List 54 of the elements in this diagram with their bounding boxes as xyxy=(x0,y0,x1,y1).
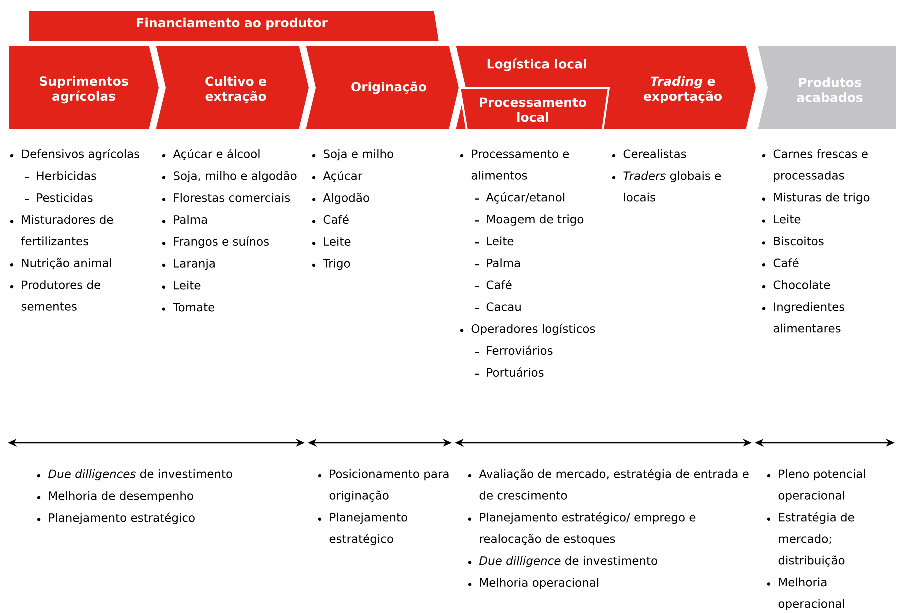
chevron-box: Suprimentos agrícolas xyxy=(7,44,162,131)
bullet-item: Planejamento estratégico xyxy=(318,512,408,546)
chevron-box: Financiamento ao produtor xyxy=(27,9,442,43)
bullet-item: Carnes frescas e processadas xyxy=(762,150,868,182)
bullet-item: Melhoria operacional xyxy=(767,578,844,610)
bullet-item: Planejamento estratégico xyxy=(37,512,195,524)
bullet-item: Leite xyxy=(475,236,514,246)
bullet-item: Ingredientes alimentares xyxy=(762,302,845,333)
bullet-item: Melhoria de desempenho xyxy=(37,491,194,503)
bullet-item: Posicionamento para originação xyxy=(318,470,449,502)
bullet-item: Algodão xyxy=(312,193,370,204)
bullet-item: Leite xyxy=(762,214,801,224)
chevron-box: Cultivo e extração xyxy=(154,44,312,131)
bullet-item: Açúcar/etanol xyxy=(475,192,565,204)
bullet-item: Cacau xyxy=(475,302,521,312)
bullet-item: Due dilligences de investimento xyxy=(37,470,232,481)
bullet-item: Defensivos agrícolas xyxy=(10,149,140,161)
bullet-item: Café xyxy=(762,258,799,268)
bullet-item: Trigo xyxy=(312,259,350,270)
bullet-item: Due dilligence de investimento xyxy=(468,556,658,568)
bullet-item: Açúcar xyxy=(312,170,363,182)
bullet-item: Operadores logísticos xyxy=(460,324,596,336)
bullet-item: Tomate xyxy=(162,303,215,312)
bullet-item: Frangos e suínos xyxy=(162,236,269,248)
bullet-item: Café xyxy=(475,280,512,290)
chevron-box: Produtos acabados xyxy=(756,44,897,131)
bullet-item: Leite xyxy=(312,237,351,246)
bullet-item: Açúcar e álcool xyxy=(162,149,260,160)
bullet-item: Misturadores de fertilizantes xyxy=(10,215,114,246)
bullet-item: Laranja xyxy=(162,259,215,270)
bullet-item: Traders globais e locais xyxy=(612,171,722,202)
bullet-item: Palma xyxy=(475,258,520,268)
bullet-item: Chocolate xyxy=(762,280,830,290)
bullet-item: Ferroviários xyxy=(475,346,553,356)
bullet-item: Café xyxy=(312,214,349,224)
bullet-item: Leite xyxy=(162,280,201,290)
bullet-item: Produtores de sementes xyxy=(10,280,101,311)
bullet-item: Florestas comerciais xyxy=(162,193,290,202)
bullet-item: Soja, milho e algodão xyxy=(162,171,297,183)
bullet-item: Pesticidas xyxy=(25,193,93,202)
bullet-item: Portuários xyxy=(475,368,544,377)
bullet-item: Moagem de trigo xyxy=(475,214,584,226)
bullet-item: Soja e milho xyxy=(312,150,394,161)
bullet-item: Avaliação de mercado, estratégia de entrada e de crescimento xyxy=(468,469,749,500)
bullet-item: Palma xyxy=(162,215,208,224)
bullet-item: Pleno potencial operacional xyxy=(767,470,866,502)
bullet-item: Nutrição animal xyxy=(10,258,112,270)
bullet-item: Herbicidas xyxy=(25,171,96,180)
bullet-item: Misturas de trigo xyxy=(762,192,870,204)
bullet-item: Processamento e alimentos xyxy=(460,150,570,180)
bullet-item: Cerealistas xyxy=(612,150,686,158)
bullet-item: Estratégia de mercado; distribuição xyxy=(767,512,854,567)
bullet-item: Biscoitos xyxy=(762,236,824,246)
bullet-item: Melhoria operacional xyxy=(468,578,599,590)
